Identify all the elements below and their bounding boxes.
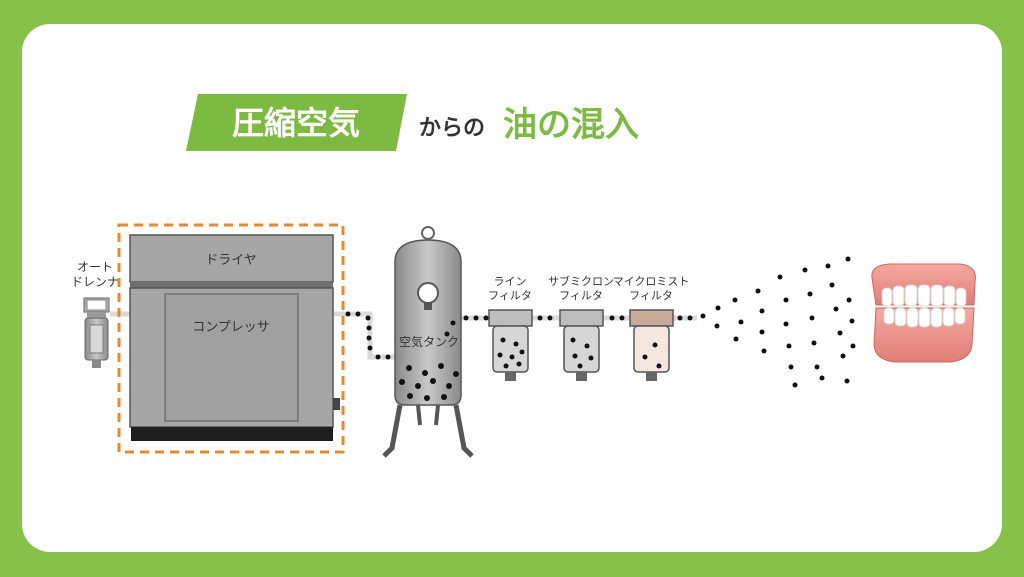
line-filter: ライン フィルタ: [488, 275, 533, 381]
title-badge: [186, 94, 407, 151]
submicron-filter-label-line2: フィルタ: [559, 289, 603, 302]
dryer: ドライヤ: [129, 234, 334, 288]
title-highlight-text: 油の混入: [503, 105, 639, 145]
line-filter-label-line2: フィルタ: [488, 289, 532, 302]
submicron-filter-label-line1: サブミクロン: [548, 274, 614, 288]
submicron-filter: サブミクロン フィルタ: [548, 274, 614, 381]
dryer-label: ドライヤ: [205, 253, 257, 268]
micromist-filter-label-line1: マイクロミスト: [613, 275, 690, 288]
title-connector-text: からの: [419, 116, 485, 141]
title-badge-text: 圧縮空気: [232, 104, 360, 142]
micromist-filter-label-line2: フィルタ: [629, 289, 673, 302]
compressor: コンプレッサ: [129, 287, 340, 441]
line-filter-label-line1: ライン: [494, 275, 527, 288]
compressor-label: コンプレッサ: [192, 320, 270, 335]
title: 圧縮空気 からの 油の混入: [186, 94, 639, 151]
auto-drain-label-line2: ドレンナ: [71, 275, 119, 289]
air-tank: 空気タンク: [382, 226, 474, 458]
compressor-highlight-frame: [117, 223, 345, 454]
auto-drain-label-line1: オート: [77, 260, 113, 274]
dentures-icon: [871, 263, 976, 363]
oil-droplets: [345, 256, 856, 401]
micromist-filter: マイクロミスト フィルタ: [613, 275, 690, 381]
air-tank-label: 空気タンク: [399, 334, 459, 349]
auto-drain: オート ドレンナ: [71, 260, 119, 368]
